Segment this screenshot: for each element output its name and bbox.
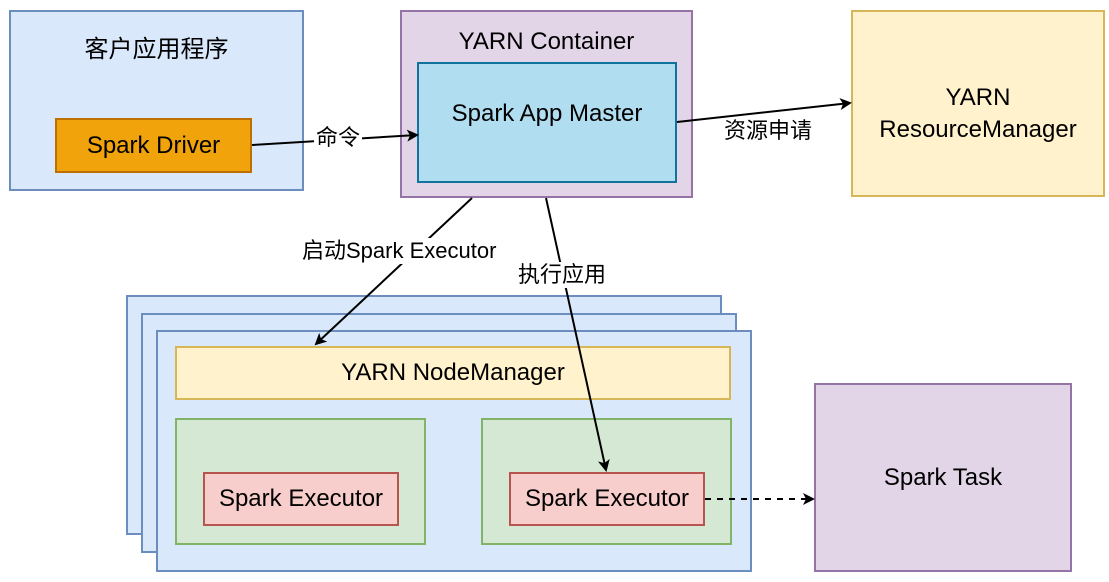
yarn-container-title: YARN Container [458, 28, 635, 55]
spark-executor-left-label: Spark Executor [218, 485, 384, 512]
spark-task-box: Spark Task [814, 383, 1072, 572]
edge-resource-request [676, 98, 852, 123]
resource-manager-line1: YARN [945, 84, 1011, 111]
yarn-node-manager-label: YARN NodeManager [341, 359, 565, 386]
edge-label-resource-request: 资源申请 [722, 118, 815, 144]
edge-label-launch-executor: 启动Spark Executor [300, 238, 499, 264]
spark-driver-box: Spark Driver [55, 118, 252, 173]
spark-task-label: Spark Task [883, 463, 1003, 491]
spark-app-master-box: Spark App Master [417, 62, 677, 183]
spark-app-master-label: Spark App Master [451, 100, 643, 127]
yarn-node-manager-box: YARN NodeManager [175, 346, 731, 400]
yarn-resource-manager-box: YARN ResourceManager [851, 10, 1105, 197]
spark-executor-right-box: Spark Executor [509, 472, 705, 526]
edge-run-app [545, 197, 610, 472]
resource-manager-line2: ResourceManager [879, 116, 1077, 143]
edge-launch-executor [314, 197, 473, 346]
spark-driver-label: Spark Driver [86, 131, 221, 159]
spark-executor-left-box: Spark Executor [203, 472, 399, 526]
edge-label-command: 命令 [314, 125, 363, 151]
edge-label-run-app: 执行应用 [516, 262, 609, 288]
spark-executor-right-label: Spark Executor [524, 485, 690, 512]
client-application-title: 客户应用程序 [84, 36, 229, 63]
